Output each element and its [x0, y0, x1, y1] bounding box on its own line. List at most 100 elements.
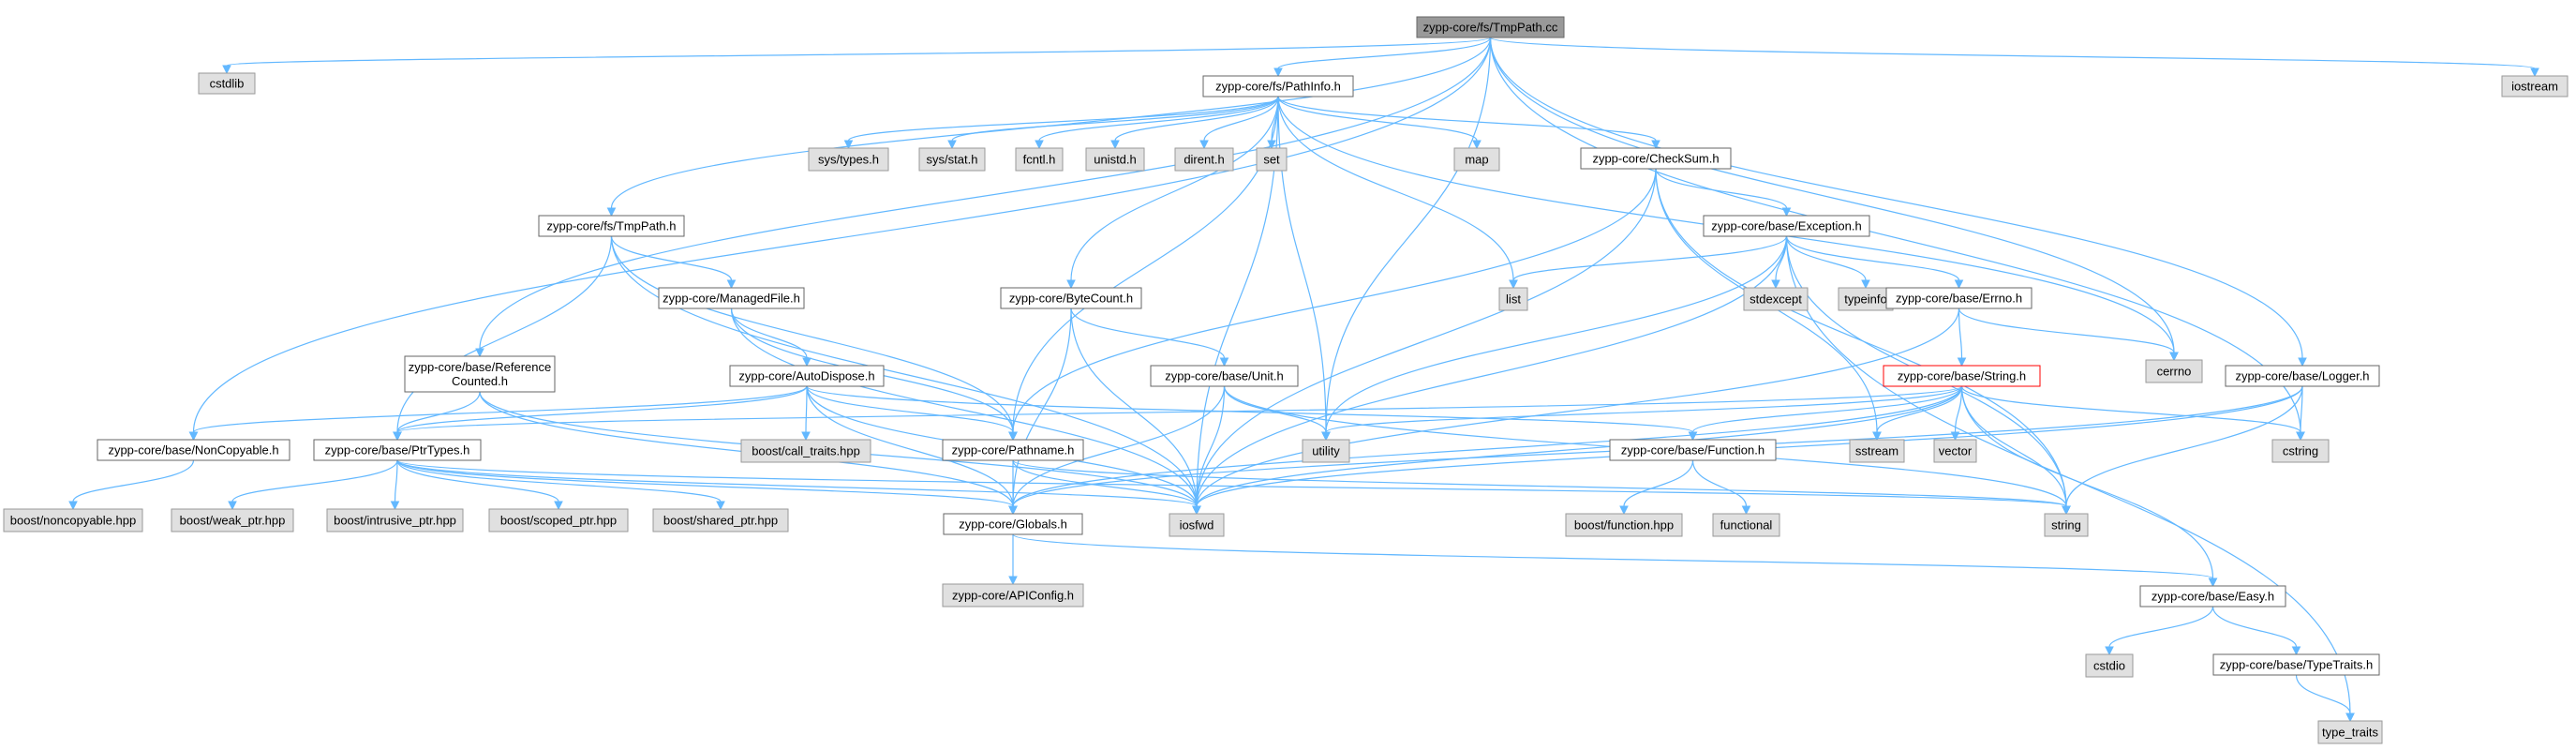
node-label: zypp-core/base/Function.h	[1621, 443, 1764, 458]
node-set: set	[1256, 147, 1288, 172]
node-label: typeinfo	[1844, 292, 1887, 307]
node-label: zypp-core/ManagedFile.h	[663, 292, 800, 306]
edge-tmppath_cc-to-tmppath_h	[606, 37, 1492, 218]
node-string: string	[2044, 513, 2089, 537]
node-managedfile-h[interactable]: zypp-core/ManagedFile.h	[658, 287, 805, 309]
edge-tmppath_cc-to-utility	[1321, 37, 1492, 442]
edge-exception_h-to-list	[1509, 235, 1788, 290]
node-shared-ptr: boost/shared_ptr.hpp	[652, 508, 789, 532]
node-type-traits: type_traits	[2317, 720, 2383, 744]
node-label: zypp-core/base/NonCopyable.h	[108, 443, 278, 458]
node-label: sys/stat.h	[927, 153, 978, 167]
node-label: zypp-core/base/Logger.h	[2235, 369, 2369, 383]
node-errno-h[interactable]: zypp-core/base/Errno.h	[1885, 287, 2033, 309]
edge-tmppath_cc-to-cerrno	[1489, 37, 2179, 362]
node-list: list	[1498, 287, 1528, 311]
node-label: boost/shared_ptr.hpp	[663, 514, 778, 528]
node-boost-function: boost/function.hpp	[1565, 513, 1683, 537]
node-ptrtypes-h[interactable]: zypp-core/base/PtrTypes.h	[313, 439, 482, 461]
node-tmppath-h[interactable]: zypp-core/fs/TmpPath.h	[538, 215, 685, 237]
node-iostream: iostream	[2501, 75, 2569, 98]
node-label: sstream	[1855, 444, 1898, 458]
node-label: boost/intrusive_ptr.hpp	[334, 514, 456, 528]
edge-function_h-to-boost_function	[1619, 459, 1694, 516]
node-label: zypp-core/Pathname.h	[952, 443, 1075, 458]
edge-autodispose_h-to-pathname_h	[806, 385, 1018, 442]
node-typeinfo: typeinfo	[1838, 287, 1894, 311]
edge-ptrtypes_h-to-scoped_ptr	[396, 459, 563, 511]
node-noncopyable-h[interactable]: zypp-core/base/NonCopyable.h	[97, 439, 290, 461]
node-unit-h[interactable]: zypp-core/base/Unit.h	[1150, 365, 1299, 387]
node-intrusive-ptr: boost/intrusive_ptr.hpp	[326, 508, 464, 532]
edge-autodispose_h-to-ptrtypes_h	[393, 385, 808, 442]
node-label: iosfwd	[1180, 518, 1214, 532]
edge-pathinfo_h-to-list	[1277, 96, 1518, 290]
node-apiconfig-h: zypp-core/APIConfig.h	[942, 583, 1084, 608]
node-label: zypp-core/APIConfig.h	[952, 589, 1074, 603]
edge-noncopyable_h-to-boost_noncopyable	[68, 459, 195, 511]
node-weak-ptr: boost/weak_ptr.hpp	[171, 508, 294, 532]
node-tmppath-cc[interactable]: zypp-core/fs/TmpPath.cc	[1416, 16, 1565, 38]
edge-ptrtypes_h-to-intrusive_ptr	[390, 459, 400, 511]
node-bytecount-h[interactable]: zypp-core/ByteCount.h	[1000, 287, 1142, 309]
edge-bytecount_h-to-iosfwd	[1070, 308, 1201, 516]
node-pathname-h[interactable]: zypp-core/Pathname.h	[942, 439, 1084, 461]
edge-checksum_h-to-exception_h	[1655, 168, 1792, 218]
edge-pathname_h-to-globals_h	[1008, 460, 1018, 516]
node-scoped-ptr: boost/scoped_ptr.hpp	[488, 508, 629, 532]
node-label: boost/weak_ptr.hpp	[180, 514, 286, 528]
node-functional: functional	[1712, 513, 1780, 537]
node-label: boost/scoped_ptr.hpp	[500, 514, 617, 528]
node-cerrno: cerrno	[2145, 359, 2203, 383]
edge-pathinfo_h-to-unistd	[1110, 96, 1279, 150]
node-sstream: sstream	[1849, 439, 1905, 463]
node-label: map	[1465, 153, 1488, 167]
edge-pathname_h-to-string	[1012, 459, 2071, 516]
node-map: map	[1453, 147, 1500, 172]
node-label: stdexcept	[1750, 292, 1802, 307]
node-cstdlib: cstdlib	[198, 72, 256, 95]
node-label: zypp-core/base/String.h	[1898, 369, 2026, 383]
edge-pathinfo_h-to-map	[1277, 96, 1482, 150]
edge-ptrtypes_h-to-shared_ptr	[396, 459, 725, 511]
edge-autodispose_h-to-call_traits	[801, 385, 811, 442]
edge-bytecount_h-to-unit_h	[1070, 308, 1229, 368]
edges-layer	[68, 37, 2539, 723]
node-autodispose-h[interactable]: zypp-core/AutoDispose.h	[729, 365, 885, 387]
edge-typetraits_h-to-type_traits	[2295, 674, 2355, 723]
edge-pathname_h-to-iosfwd	[1012, 459, 1201, 516]
node-label: boost/call_traits.hpp	[752, 444, 860, 458]
node-logger-h[interactable]: zypp-core/base/Logger.h	[2225, 365, 2380, 387]
node-boost-noncopyable: boost/noncopyable.hpp	[3, 508, 143, 532]
edge-ptrtypes_h-to-weak_ptr	[228, 459, 398, 511]
edge-autodispose_h-to-noncopyable_h	[188, 385, 808, 442]
node-call-traits: boost/call_traits.hpp	[740, 439, 871, 463]
node-function-h[interactable]: zypp-core/base/Function.h	[1609, 439, 1777, 461]
edge-string_h-to-function_h	[1688, 385, 1963, 442]
node-checksum-h[interactable]: zypp-core/CheckSum.h	[1580, 147, 1732, 170]
edge-logger_h-to-cstring	[2296, 385, 2305, 442]
node-cstring: cstring	[2271, 439, 2330, 463]
node-label: set	[1263, 153, 1280, 167]
node-label: dirent.h	[1184, 153, 1224, 167]
edge-function_h-to-functional	[1691, 459, 1751, 516]
node-label: zypp-core/base/Easy.h	[2152, 590, 2274, 604]
edge-managedfile_h-to-iosfwd	[730, 308, 1201, 516]
edge-managedfile_h-to-autodispose_h	[730, 308, 812, 368]
node-label: cstdio	[2093, 659, 2125, 673]
node-pathinfo-h[interactable]: zypp-core/fs/PathInfo.h	[1202, 75, 1354, 98]
node-globals-h[interactable]: zypp-core/Globals.h	[943, 513, 1083, 535]
edge-pathinfo_h-to-fcntl	[1035, 96, 1279, 150]
edge-exception_h-to-typeinfo	[1785, 235, 1870, 290]
node-label: list	[1506, 292, 1521, 307]
node-easy-h[interactable]: zypp-core/base/Easy.h	[2139, 585, 2286, 608]
node-iosfwd: iosfwd	[1169, 513, 1225, 537]
node-label: zypp-core/base/PtrTypes.h	[325, 443, 470, 458]
nodes-layer: zypp-core/fs/TmpPath.cc cstdlib zypp-core/…	[3, 16, 2569, 744]
node-string-h[interactable]: zypp-core/base/String.h	[1883, 365, 2041, 387]
node-label: zypp-core/AutoDispose.h	[738, 369, 874, 383]
edge-ptrtypes_h-to-globals_h	[396, 459, 1018, 516]
node-exception-h[interactable]: zypp-core/base/Exception.h	[1703, 215, 1870, 237]
node-typetraits-h[interactable]: zypp-core/base/TypeTraits.h	[2212, 653, 2380, 676]
